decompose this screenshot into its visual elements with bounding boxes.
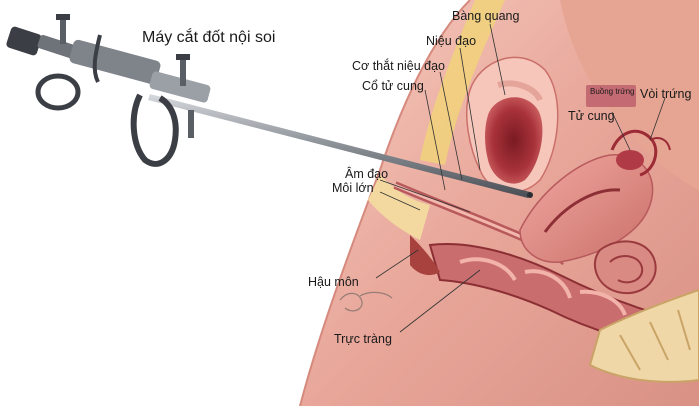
label-ovary: Buồng trứng [590, 87, 635, 96]
label-bladder: Bàng quang [452, 9, 519, 23]
label-urethral-sphincter: Cơ thắt niệu đạo [352, 58, 445, 73]
label-device: Máy cắt đốt nội soi [142, 27, 275, 46]
label-rectum: Trực tràng [334, 332, 392, 346]
label-uterus: Tử cung [568, 109, 615, 123]
bladder [467, 57, 558, 192]
label-urethra: Niệu đạo [426, 34, 476, 48]
intestines [595, 241, 656, 293]
label-fallopian-tube: Vòi trứng [640, 87, 691, 101]
label-cervix: Cổ tử cung [362, 79, 424, 93]
label-anus: Hậu môn [308, 275, 359, 289]
label-vagina: Âm đạo [345, 166, 388, 181]
label-labia-majora: Môi lớn [332, 181, 374, 195]
